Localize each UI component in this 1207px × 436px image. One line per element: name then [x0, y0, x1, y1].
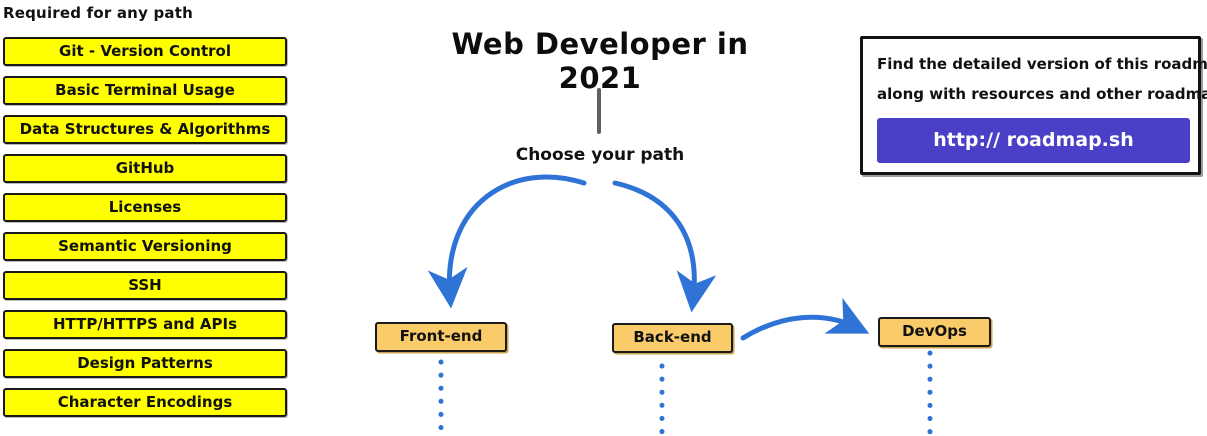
path-node-devops[interactable]: DevOps [878, 317, 991, 347]
arrow-backend-to-devops [740, 297, 870, 341]
topic-terminal[interactable]: Basic Terminal Usage [3, 76, 287, 105]
choose-your-path-label: Choose your path [515, 145, 685, 165]
path-node-frontend[interactable]: Front-end [375, 322, 507, 352]
topic-github[interactable]: GitHub [3, 154, 287, 183]
topic-semver[interactable]: Semantic Versioning [3, 232, 287, 261]
topic-git[interactable]: Git - Version Control [3, 37, 287, 66]
arrow-to-frontend [427, 174, 587, 309]
topic-design-patterns[interactable]: Design Patterns [3, 349, 287, 378]
info-text-line2: along with resources and other roadmaps [877, 85, 1207, 103]
topic-ssh[interactable]: SSH [3, 271, 287, 300]
info-text-line1: Find the detailed version of this roadma… [877, 55, 1207, 73]
topic-dsa[interactable]: Data Structures & Algorithms [3, 115, 287, 144]
title-stem-line [597, 88, 601, 134]
roadmap-url-button[interactable]: http:// roadmap.sh [877, 118, 1190, 163]
topic-http[interactable]: HTTP/HTTPS and APIs [3, 310, 287, 339]
sidebar-topic-list: Git - Version Control Basic Terminal Usa… [3, 37, 287, 417]
page-title: Web Developer in 2021 [451, 27, 749, 95]
path-node-backend[interactable]: Back-end [612, 323, 733, 353]
roadmap-info-box: Find the detailed version of this roadma… [860, 36, 1207, 175]
topic-licenses[interactable]: Licenses [3, 193, 287, 222]
sidebar-header: Required for any path [3, 4, 193, 22]
arrow-to-backend [612, 180, 717, 313]
topic-char-encodings[interactable]: Character Encodings [3, 388, 287, 417]
